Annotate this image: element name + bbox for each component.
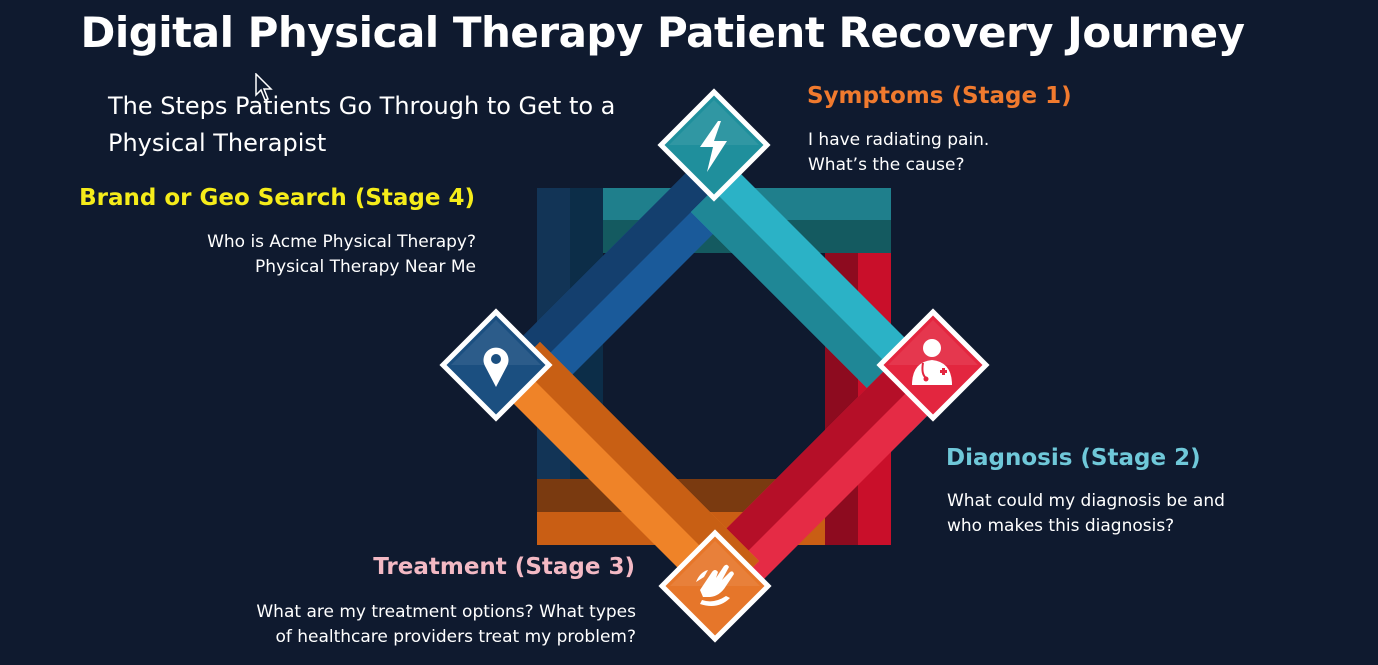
stage-3-line-2: of healthcare providers treat my problem… xyxy=(275,627,636,647)
mouse-cursor-icon xyxy=(255,73,273,101)
map-pin-icon xyxy=(483,347,509,387)
stage-3-line-1: What are my treatment options? What type… xyxy=(256,602,636,622)
page-title: Digital Physical Therapy Patient Recover… xyxy=(80,8,1245,57)
doctor-icon xyxy=(912,339,952,385)
stage-2-description: What could my diagnosis be and who makes… xyxy=(947,489,1267,539)
stage-3-description: What are my treatment options? What type… xyxy=(175,600,636,650)
stage-1-title: Symptoms (Stage 1) xyxy=(807,83,1072,109)
stage-1-line-1: I have radiating pain. xyxy=(808,130,990,150)
stage-2-line-1: What could my diagnosis be and xyxy=(947,491,1225,511)
stage-4-title: Brand or Geo Search (Stage 4) xyxy=(79,185,475,211)
ribbon-treatment-to-search xyxy=(496,342,759,605)
stage-2-line-2: who makes this diagnosis? xyxy=(947,516,1175,536)
ribbon-diagnosis-to-treatment xyxy=(692,344,955,607)
stage-1-line-2: What’s the cause? xyxy=(808,155,965,175)
stage-2-title: Diagnosis (Stage 2) xyxy=(946,445,1201,471)
stage-1-description: I have radiating pain. What’s the cause? xyxy=(808,128,1068,178)
ribbon-search-to-symptoms xyxy=(496,168,735,407)
lightning-icon xyxy=(700,121,727,172)
stage-4-line-2: Physical Therapy Near Me xyxy=(255,257,476,277)
stage-4-description: Who is Acme Physical Therapy? Physical T… xyxy=(175,230,476,280)
page-subtitle: The Steps Patients Go Through to Get to … xyxy=(108,92,616,157)
hands-icon xyxy=(696,564,734,606)
stage-3-title: Treatment (Stage 3) xyxy=(373,554,635,580)
stage-4-line-1: Who is Acme Physical Therapy? xyxy=(207,232,476,252)
